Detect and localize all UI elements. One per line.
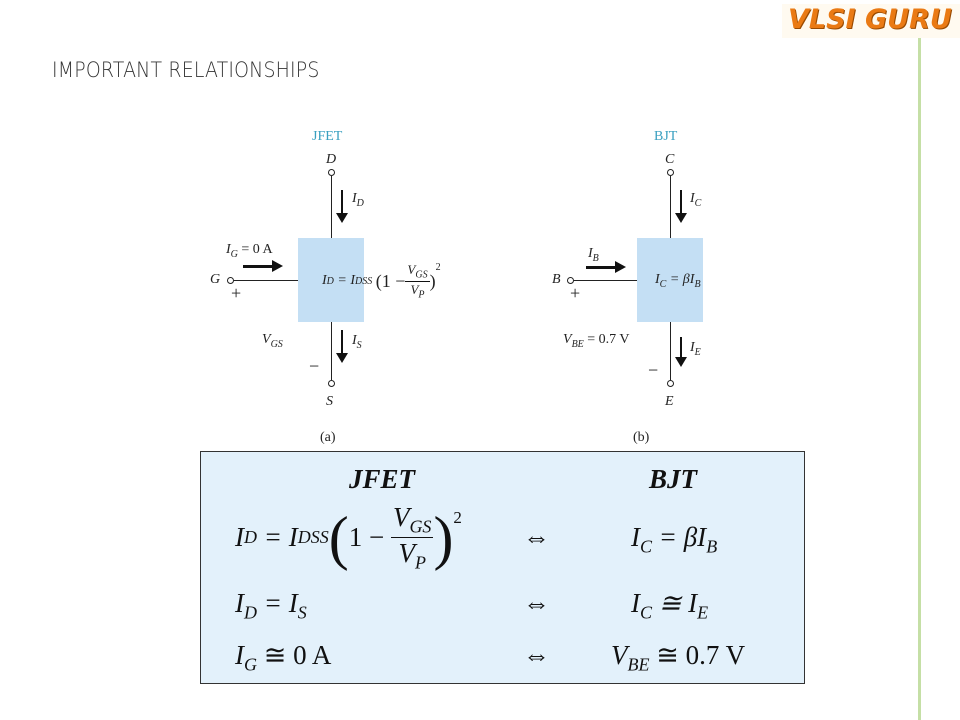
gate-wire [234,280,298,281]
col-header-bjt: BJT [649,464,698,494]
ic-label: IC [690,191,702,209]
slide-title: IMPORTANT RELATIONSHIPS [52,58,320,82]
collector-label: C [665,152,675,167]
vlsi-guru-logo: VLSI GURU [782,4,960,38]
ie-arrow-icon [675,337,687,367]
caption-a: (a) [320,430,336,445]
id-arrow-icon [336,190,348,223]
collector-wire [670,176,671,238]
ic-arrow-icon [675,190,687,223]
minus-sign: − [648,360,659,380]
base-terminal [567,277,574,284]
bjt-block [637,238,703,322]
ig-label: IG = 0 A [226,242,273,260]
ig-arrow-icon [243,260,283,272]
bjt-heading: BJT [654,129,678,144]
gate-label: G [210,272,221,287]
id-label: ID [352,191,364,209]
vgs-label: VGS [262,332,283,350]
jfet-block [298,238,364,322]
base-label: B [552,272,561,287]
vbe-label: VBE = 0.7 V [563,332,630,350]
row3-bjt-equation: VBE ≅ 0.7 V [611,640,746,675]
is-arrow-icon [336,330,348,363]
plus-sign: + [231,283,242,303]
ie-label: IE [690,340,701,358]
collector-terminal [667,169,674,176]
emitter-label: E [665,394,674,409]
row2-bjt-equation: IC ≅ IE [631,588,709,623]
drain-label: D [326,152,337,167]
emitter-terminal [667,380,674,387]
drain-terminal [328,169,335,176]
col-header-jfet: JFET [349,464,416,494]
source-label: S [326,394,333,409]
equivalence-icon: ⇔ [523,640,550,670]
equivalence-icon: ⇔ [523,588,550,618]
jfet-heading: JFET [312,129,343,144]
drain-wire [331,176,332,238]
minus-sign: − [309,356,320,376]
is-label: IS [352,333,362,351]
ib-arrow-icon [586,261,626,273]
ib-label: IB [588,246,599,264]
row2-jfet-equation: ID = IS [235,588,307,623]
plus-sign: + [570,283,581,303]
base-wire [574,280,637,281]
emitter-wire [670,322,671,380]
equivalence-icon: ⇔ [523,522,550,552]
row3-jfet-equation: IG ≅ 0 A [235,640,332,675]
caption-b: (b) [633,430,650,445]
source-terminal [328,380,335,387]
gate-terminal [227,277,234,284]
bjt-equation: IC = βIB [655,272,701,290]
source-wire [331,322,332,380]
decorative-divider [918,38,921,720]
row1-bjt-equation: IC = βIB [631,522,718,557]
